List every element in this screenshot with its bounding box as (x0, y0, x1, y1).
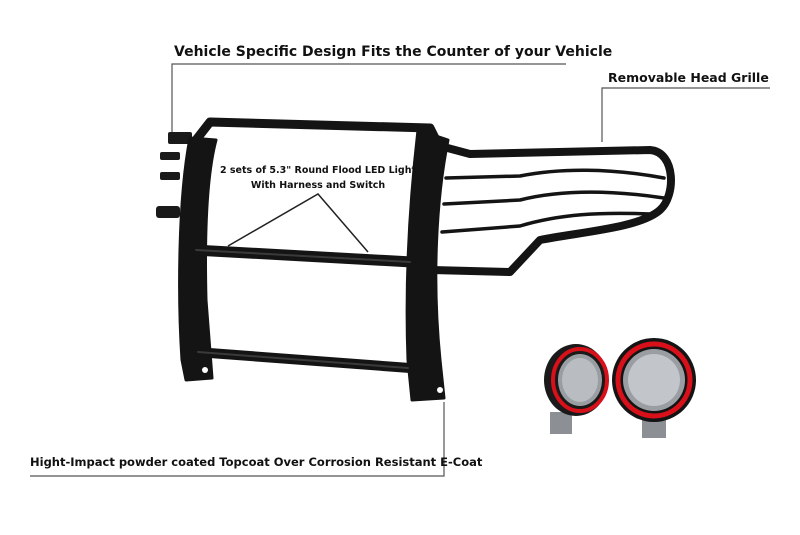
top-hoop (191, 117, 445, 153)
center-leader-lines (227, 193, 369, 253)
bottom-leader-line (30, 402, 445, 477)
mount-holes (202, 367, 443, 393)
callout-removable-head-grille: Removable Head Grille (608, 70, 769, 85)
right-leader-line (601, 87, 770, 142)
callout-powder-coat: Hight-Impact powder coated Topcoat Over … (30, 455, 483, 469)
callout-led-lights-line2: With Harness and Switch (250, 180, 386, 191)
left-upright (178, 136, 218, 382)
head-grille-frame (428, 142, 675, 276)
callout-led-lights: 2 sets of 5.3" Round Flood LED Light Wit… (218, 163, 418, 193)
callout-vehicle-specific-design: Vehicle Specific Design Fits the Counter… (174, 44, 613, 60)
grille-guard (178, 117, 675, 402)
head-grille-bar-1 (444, 168, 666, 180)
leader-lines (30, 63, 770, 477)
right-upright (405, 128, 450, 402)
mount-brackets (156, 132, 192, 218)
led-light-left (544, 344, 609, 434)
head-grille-bar-2 (442, 190, 666, 206)
callout-led-lights-line1: 2 sets of 5.3" Round Flood LED Light (219, 165, 417, 176)
head-grille-bar-3 (440, 211, 652, 234)
top-leader-line (171, 63, 566, 138)
led-light-right (612, 338, 696, 438)
